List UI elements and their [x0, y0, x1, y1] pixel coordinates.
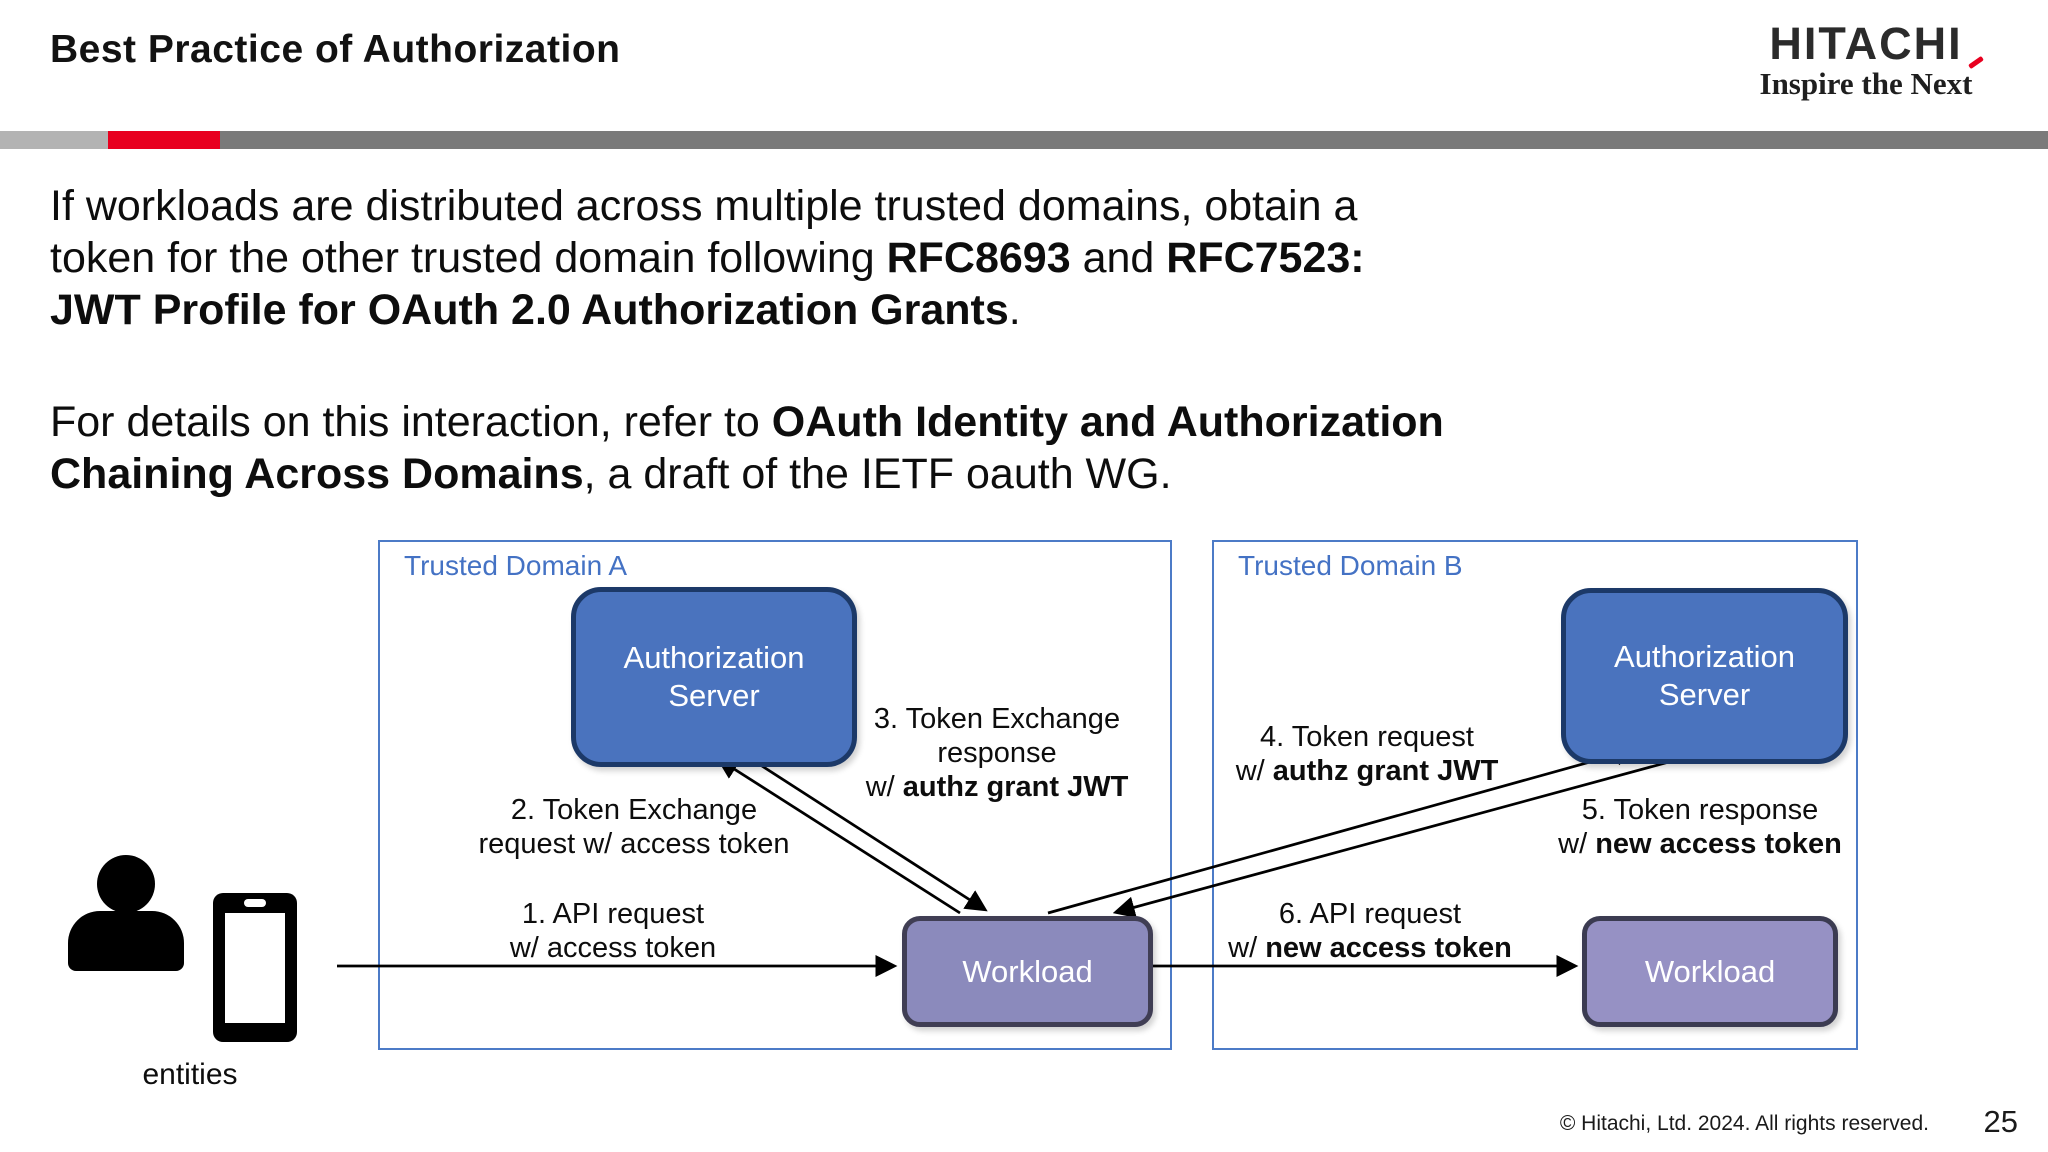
phone-screen [225, 913, 285, 1023]
accent-bar-gray-dark [220, 131, 2048, 149]
trusted-domain-b-label: Trusted Domain B [1238, 550, 1463, 581]
trusted-domain-a-label: Trusted Domain A [404, 550, 628, 581]
auth-server-a-label: Authorization Server [623, 640, 805, 713]
intro-paragraph-1: If workloads are distributed across mult… [50, 182, 1365, 334]
page-number: 25 [1983, 1104, 2018, 1139]
hitachi-logo: HITACHI Inspire the Next [1726, 20, 2006, 100]
accent-bar-gray-light [0, 131, 108, 149]
workload-a-label: Workload [962, 953, 1093, 989]
page-title: Best Practice of Authorization [50, 28, 621, 71]
accent-bar-red [108, 131, 220, 149]
workload-a-box: Workload [902, 916, 1153, 1027]
hitachi-brand-text: HITACHI [1769, 18, 1963, 69]
copyright-text: © Hitachi, Ltd. 2024. All rights reserve… [1559, 1112, 1929, 1135]
workload-b-label: Workload [1644, 953, 1776, 989]
intro-paragraph-2: For details on this interaction, refer t… [50, 398, 1444, 498]
entities-label: entities [142, 1058, 238, 1091]
workload-b-box: Workload [1582, 916, 1838, 1027]
person-icon [97, 855, 155, 913]
accent-bar [0, 131, 2048, 149]
auth-server-a-box: Authorization Server [571, 587, 857, 767]
auth-server-b-box: Authorization Server [1561, 588, 1848, 764]
smartphone-icon [213, 893, 297, 1042]
hitachi-tagline-text: Inspire the Next [1759, 66, 1973, 101]
phone-speaker-icon [244, 899, 266, 907]
person-body-icon [68, 911, 184, 971]
auth-server-b-label: Authorization Server [1614, 639, 1795, 712]
hitachi-tagline: Inspire the Next [1726, 55, 2006, 101]
